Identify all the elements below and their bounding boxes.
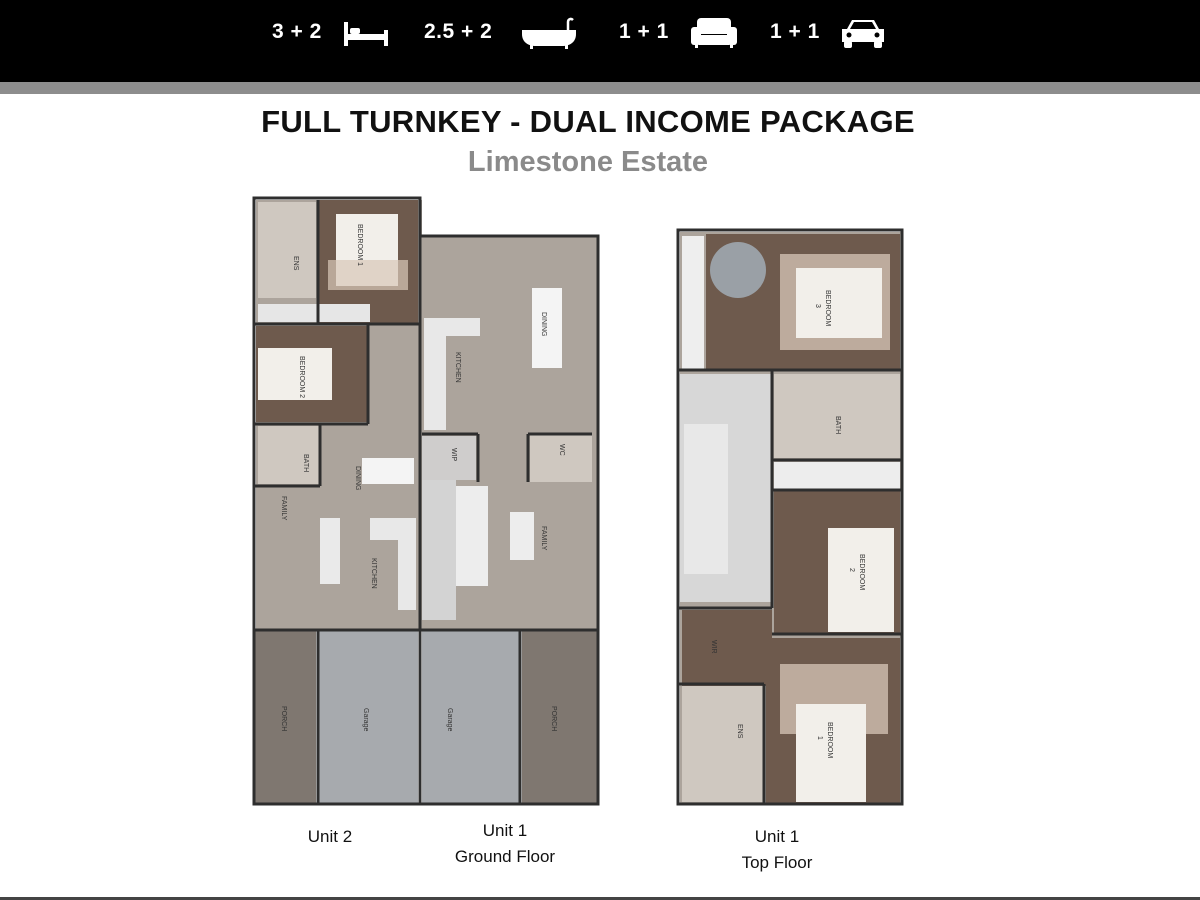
sofa-icon — [691, 18, 737, 48]
armchair — [510, 512, 534, 560]
room-label-bath: BATH — [834, 416, 841, 434]
bed — [258, 348, 332, 400]
room-label-wir: WIR — [710, 640, 717, 654]
room-label-bedroom3-number: 3 — [814, 304, 821, 308]
room-label-bedroom3: BEDROOM — [824, 290, 831, 326]
bedroom-count: 3 + 2 — [272, 20, 322, 43]
room-label-garage: Garage — [446, 708, 453, 731]
dining-table — [362, 458, 414, 484]
kitchen-bench — [370, 518, 416, 540]
room-label-bath: BATH — [302, 454, 309, 472]
caption-unit1-ground-line2: Ground Floor — [454, 847, 556, 866]
room-label-family: FAMILY — [280, 496, 287, 521]
caption-unit1-top-line2: Top Floor — [741, 853, 813, 872]
ens-floor — [682, 686, 764, 802]
room-label-wc: WC — [558, 444, 565, 456]
rug — [328, 260, 408, 290]
room-label-wip: WIP — [450, 448, 457, 462]
stair — [684, 424, 728, 574]
room-label-porch: PORCH — [550, 706, 557, 731]
car-icon — [842, 20, 884, 48]
room-label-bedroom2: BEDROOM — [858, 554, 865, 590]
room-label-bedroom2: BEDROOM 2 — [298, 356, 305, 398]
bath-floor — [774, 374, 900, 458]
round-rug — [710, 242, 766, 298]
room-label-bedroom1: BEDROOM — [826, 722, 833, 758]
walls — [676, 228, 904, 806]
stair — [422, 480, 456, 620]
kitchen-bench — [424, 318, 446, 430]
car-count: 1 + 1 — [770, 20, 820, 43]
page-subtitle: Limestone Estate — [467, 146, 709, 178]
caption-unit1-ground-line1: Unit 1 — [482, 821, 528, 840]
unit2-porch — [254, 630, 316, 804]
caption-unit1-top: Unit 1 Top Floor — [712, 824, 842, 876]
room-label-bedroom1-number: 1 — [816, 736, 823, 740]
room-label-garage: Garage — [362, 708, 369, 731]
unit2-garage — [318, 630, 418, 804]
bathtub-icon — [522, 17, 576, 49]
room-label-bedroom2-number: 2 — [848, 568, 855, 572]
room-label-ens: ENS — [292, 256, 299, 271]
ground-floor-plan: ENS BEDROOM 1 BEDROOM 2 BATH DINING FAMI… — [252, 196, 600, 806]
bottom-border — [0, 897, 1200, 900]
page-title: FULL TURNKEY - DUAL INCOME PACKAGE — [261, 104, 915, 139]
sofa — [320, 518, 340, 584]
wip-floor — [422, 436, 476, 480]
room-label-dining: DINING — [354, 466, 361, 491]
bed — [828, 528, 894, 632]
room-label-family: FAMILY — [540, 526, 547, 551]
wc-floor — [530, 434, 592, 482]
caption-unit1-ground: Unit 1 Ground Floor — [430, 818, 580, 870]
unit1-porch — [522, 630, 598, 804]
caption-unit1-top-line1: Unit 1 — [754, 827, 800, 846]
walls — [252, 196, 600, 806]
sofa — [456, 486, 488, 586]
robe — [774, 462, 900, 490]
unit2-ensuite-floor — [258, 202, 316, 298]
caption-unit2: Unit 2 — [307, 827, 353, 846]
bed-icon — [344, 22, 388, 46]
room-label-porch: PORCH — [280, 706, 287, 731]
room-label-bedroom1: BEDROOM 1 — [356, 224, 363, 266]
header-bar — [0, 0, 1200, 82]
unit1-garage — [422, 630, 520, 804]
room-label-ens: ENS — [736, 724, 743, 739]
room-label-kitchen: KITCHEN — [370, 558, 377, 589]
bathroom-count: 2.5 + 2 — [424, 20, 493, 43]
dining-table — [532, 288, 562, 368]
robe — [258, 304, 370, 322]
kitchen-bench — [398, 540, 416, 610]
robe — [682, 236, 704, 370]
wir-floor — [682, 610, 772, 686]
kitchen-bench — [446, 318, 480, 336]
bed — [796, 704, 866, 802]
bed — [796, 268, 882, 338]
unit2-bath-floor — [258, 426, 320, 484]
top-floor-plan: BEDROOM 3 BATH BEDROOM 2 WIR ENS BEDROOM… — [676, 228, 904, 806]
header-stripe — [0, 82, 1200, 94]
room-label-dining: DINING — [540, 312, 547, 337]
living-count: 1 + 1 — [619, 20, 669, 43]
room-label-kitchen: KITCHEN — [454, 352, 461, 383]
